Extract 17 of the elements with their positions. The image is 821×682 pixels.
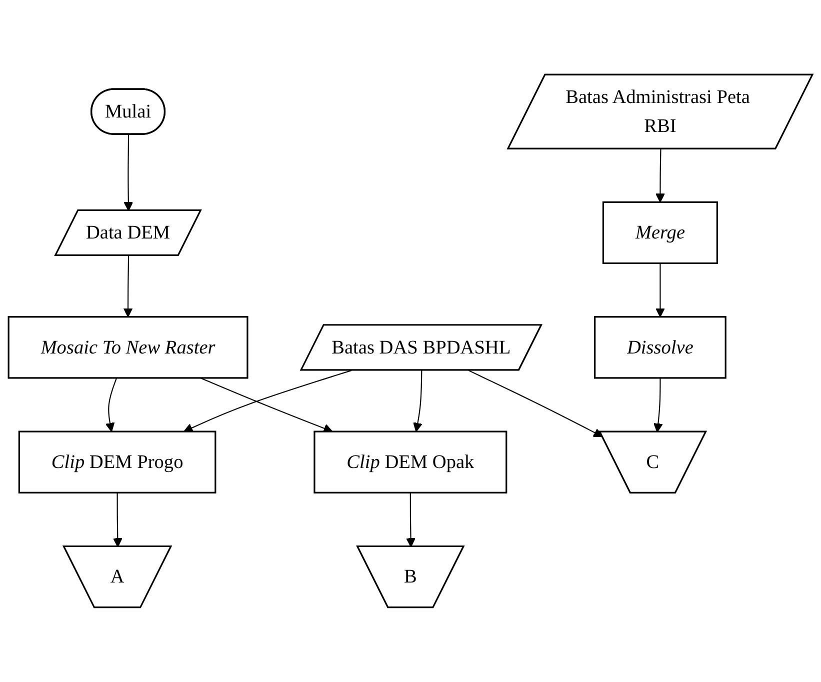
node-box: Clip DEM Progo (18, 430, 216, 494)
arrow (406, 492, 416, 548)
arrow (655, 149, 665, 203)
arrow (105, 378, 118, 432)
arrow (112, 492, 122, 548)
node-box: Mosaic To New Raster (8, 316, 248, 379)
arrow (124, 134, 134, 212)
arrow (413, 370, 422, 432)
arrow (468, 370, 603, 438)
arrow (184, 370, 352, 432)
arrow (653, 378, 663, 433)
node-box: Dissolve (594, 316, 726, 379)
node-box: Merge (602, 201, 718, 264)
arrow (655, 263, 665, 318)
node-box: Clip DEM Opak (314, 430, 508, 494)
arrow (200, 377, 333, 433)
arrow (123, 256, 133, 318)
